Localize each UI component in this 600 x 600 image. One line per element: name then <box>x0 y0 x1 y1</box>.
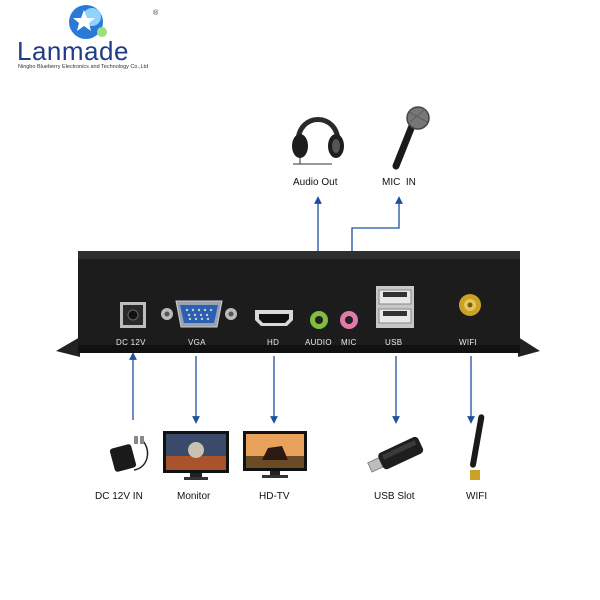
antenna-icon <box>470 414 485 480</box>
usb-slot-label: USB Slot <box>374 491 415 502</box>
logo-subtitle: Ningbo Blueberry Electronics and Technol… <box>18 64 149 70</box>
port-label-wifi: WIFI <box>459 338 478 347</box>
port-label-hd: HD <box>267 338 280 347</box>
logo-emblem-icon <box>69 5 107 39</box>
dc-in-label: DC 12V IN <box>95 491 143 502</box>
vga-port-icon <box>161 300 237 328</box>
wifi-label: WIFI <box>466 491 488 502</box>
port-label-usb: USB <box>385 338 403 347</box>
audio-jack-icon <box>310 311 328 329</box>
registered-mark: ® <box>153 10 159 17</box>
hdtv-icon <box>243 431 307 478</box>
audio-out-label: Audio Out <box>293 177 338 188</box>
mic-in-label: MIC IN <box>382 177 416 188</box>
media-player-box <box>56 251 540 357</box>
port-label-audio: AUDIO <box>305 338 332 347</box>
power-adapter-icon <box>109 436 149 472</box>
microphone-icon <box>392 106 430 170</box>
port-label-dc: DC 12V <box>116 338 146 347</box>
headphones-icon <box>292 117 344 165</box>
dc-port-icon <box>120 302 146 328</box>
monitor-label: Monitor <box>177 491 211 502</box>
port-label-mic: MIC <box>341 338 357 347</box>
logo: ® Lanmade Ningbo Blueberry Electronics a… <box>0 0 200 80</box>
hdtv-label: HD-TV <box>259 491 290 502</box>
logo-name: Lanmade <box>17 36 129 66</box>
port-label-vga: VGA <box>188 338 206 347</box>
hdmi-port-icon <box>255 310 293 326</box>
wifi-connector-icon <box>459 294 481 316</box>
usb-drive-icon <box>367 436 424 473</box>
monitor-icon <box>163 431 229 480</box>
usb-ports-icon <box>376 286 414 328</box>
mic-jack-icon <box>340 311 358 329</box>
arrow-mic-in <box>351 196 403 266</box>
